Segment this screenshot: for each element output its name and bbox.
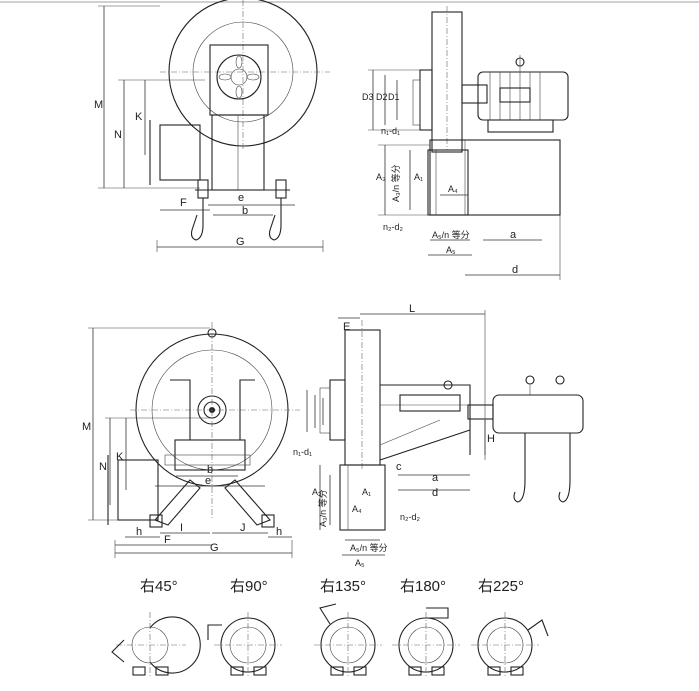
orientation-label-5: 右225° (478, 578, 524, 595)
dim-label-N: N (114, 129, 122, 141)
dim-label-I: I (180, 522, 183, 534)
dim-label-D2: D2 (376, 92, 388, 102)
dim-label-F-bottom: F (164, 534, 171, 546)
dim-label-N-bottom: N (99, 461, 107, 473)
dim-label-d-bottom: d (432, 487, 438, 499)
dim-label-D3: D3 (362, 92, 374, 102)
orientation-label-1: 右45° (140, 578, 178, 595)
orientation-row: 右45° 右90° 右135° 右180° 右225° (111, 578, 549, 678)
dim-label-n2d2-bottom: n₂-d₂ (400, 512, 421, 522)
dim-label-n1d1: n₁-d₁ (381, 126, 400, 136)
orientation-label-3: 右135° (320, 578, 366, 595)
dim-label-A5: A₅ (446, 245, 456, 255)
dim-label-A1: A₁ (414, 172, 423, 182)
dim-label-H: H (487, 433, 495, 445)
dim-label-A5-bottom: A₅ (355, 558, 365, 568)
dim-label-c: c (396, 461, 402, 473)
dim-label-F: F (180, 197, 187, 209)
orientation-icon-135 (314, 603, 382, 678)
dim-label-A3n: A₃/n 等分 (390, 164, 401, 202)
dim-label-E: E (343, 321, 350, 333)
dim-label-a: a (510, 229, 517, 241)
dim-label-A4: A₄ (448, 184, 458, 194)
bottom-left-view: M N K b e h I F J h G (82, 322, 300, 558)
top-left-view: M N K F e b G (94, 0, 330, 252)
orientation-label-4: 右180° (400, 578, 446, 595)
dim-label-K-bottom: K (116, 451, 124, 463)
dim-label-h-left: h (136, 526, 142, 538)
dim-label-G-bottom: G (210, 542, 219, 554)
dim-label-M-bottom: M (82, 421, 91, 433)
dim-label-n2d2: n₂-d₂ (383, 222, 404, 232)
dim-label-a-bottom: a (432, 472, 439, 484)
dim-label-K: K (135, 111, 143, 123)
dim-label-e: e (238, 192, 244, 204)
dim-label-G: G (236, 236, 245, 248)
dim-label-A4-bottom: A₄ (352, 504, 362, 514)
orientation-icon-180 (392, 607, 460, 678)
dim-label-n1d1-bottom: n₁-d₁ (293, 447, 312, 457)
bottom-right-view: E L n₁-d₁ H c A₁ a A₃ A₃/n 等分 A₄ n₂-d₂ A… (293, 303, 584, 568)
top-right-view: D3 D2 D1 n₁-d₁ A₃ A₃/n 等分 A₁ A₄ n₂-d₂ A₅… (362, 6, 569, 280)
dim-label-A5n-bottom: A₅/n 等分 (350, 542, 388, 553)
dim-label-A3: A₃ (376, 172, 386, 182)
dim-label-A1-bottom: A₁ (362, 487, 371, 497)
dim-label-D1: D1 (388, 92, 400, 102)
dim-label-J: J (240, 522, 246, 534)
dim-label-b-bottom: b (207, 464, 213, 476)
dim-label-L: L (409, 303, 415, 315)
orientation-icon-225 (471, 612, 549, 678)
dim-label-e-bottom: e (205, 475, 211, 487)
dim-label-b: b (242, 205, 248, 217)
dim-label-A5n: A₅/n 等分 (432, 229, 470, 240)
orientation-icon-90 (207, 612, 282, 678)
dim-label-A3n-bottom: A₃/n 等分 (317, 489, 328, 527)
orientation-label-2: 右90° (230, 578, 268, 595)
orientation-icon-45 (111, 612, 201, 678)
dim-label-A3-bottom: A₃ (312, 487, 322, 497)
dim-label-d: d (512, 264, 518, 276)
dim-label-h-right: h (276, 526, 282, 538)
dim-label-M: M (94, 99, 103, 111)
